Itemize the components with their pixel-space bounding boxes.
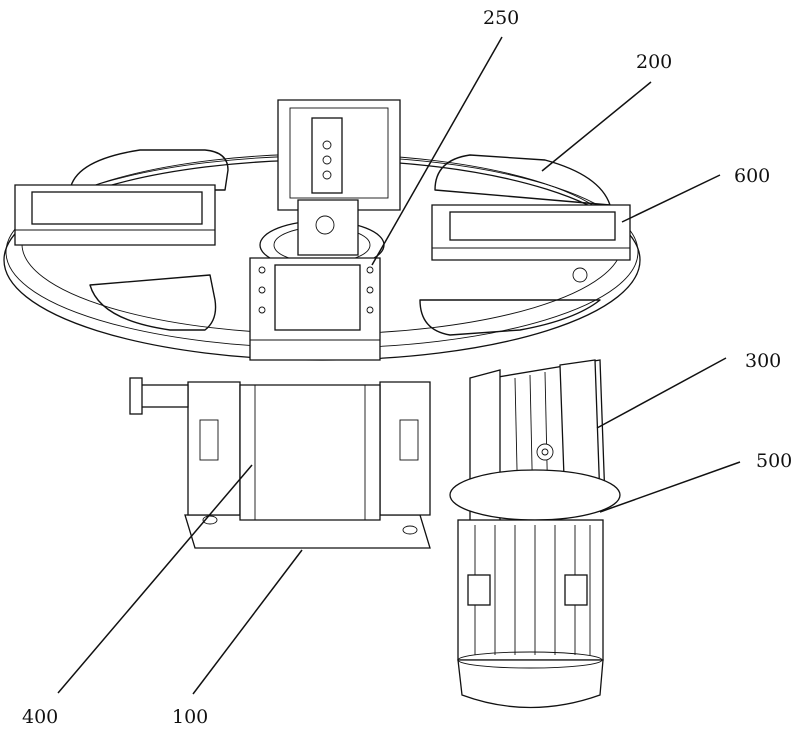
fixture-front (249, 257, 381, 361)
label-250: 250 (483, 7, 519, 29)
label-500: 500 (756, 450, 792, 472)
label-400: 400 (22, 706, 58, 728)
fixture-right (431, 204, 631, 283)
leader-lines (57, 36, 741, 695)
leader-250 (371, 36, 503, 266)
label-600: 600 (734, 165, 770, 187)
label-100: 100 (172, 706, 208, 728)
leader-200 (541, 81, 652, 172)
leader-500 (599, 461, 741, 513)
leader-100 (192, 549, 303, 695)
fixture-left (14, 184, 216, 246)
leader-300 (596, 357, 727, 429)
label-300: 300 (745, 350, 781, 372)
reference-labels: 250 200 600 300 500 400 100 (22, 7, 792, 728)
fixture-top (277, 99, 401, 256)
support-housing (129, 377, 381, 521)
leader-400 (57, 464, 253, 694)
base-frame (184, 381, 431, 549)
label-200: 200 (636, 51, 672, 73)
leader-600 (621, 174, 721, 223)
drive-motor (449, 469, 621, 709)
